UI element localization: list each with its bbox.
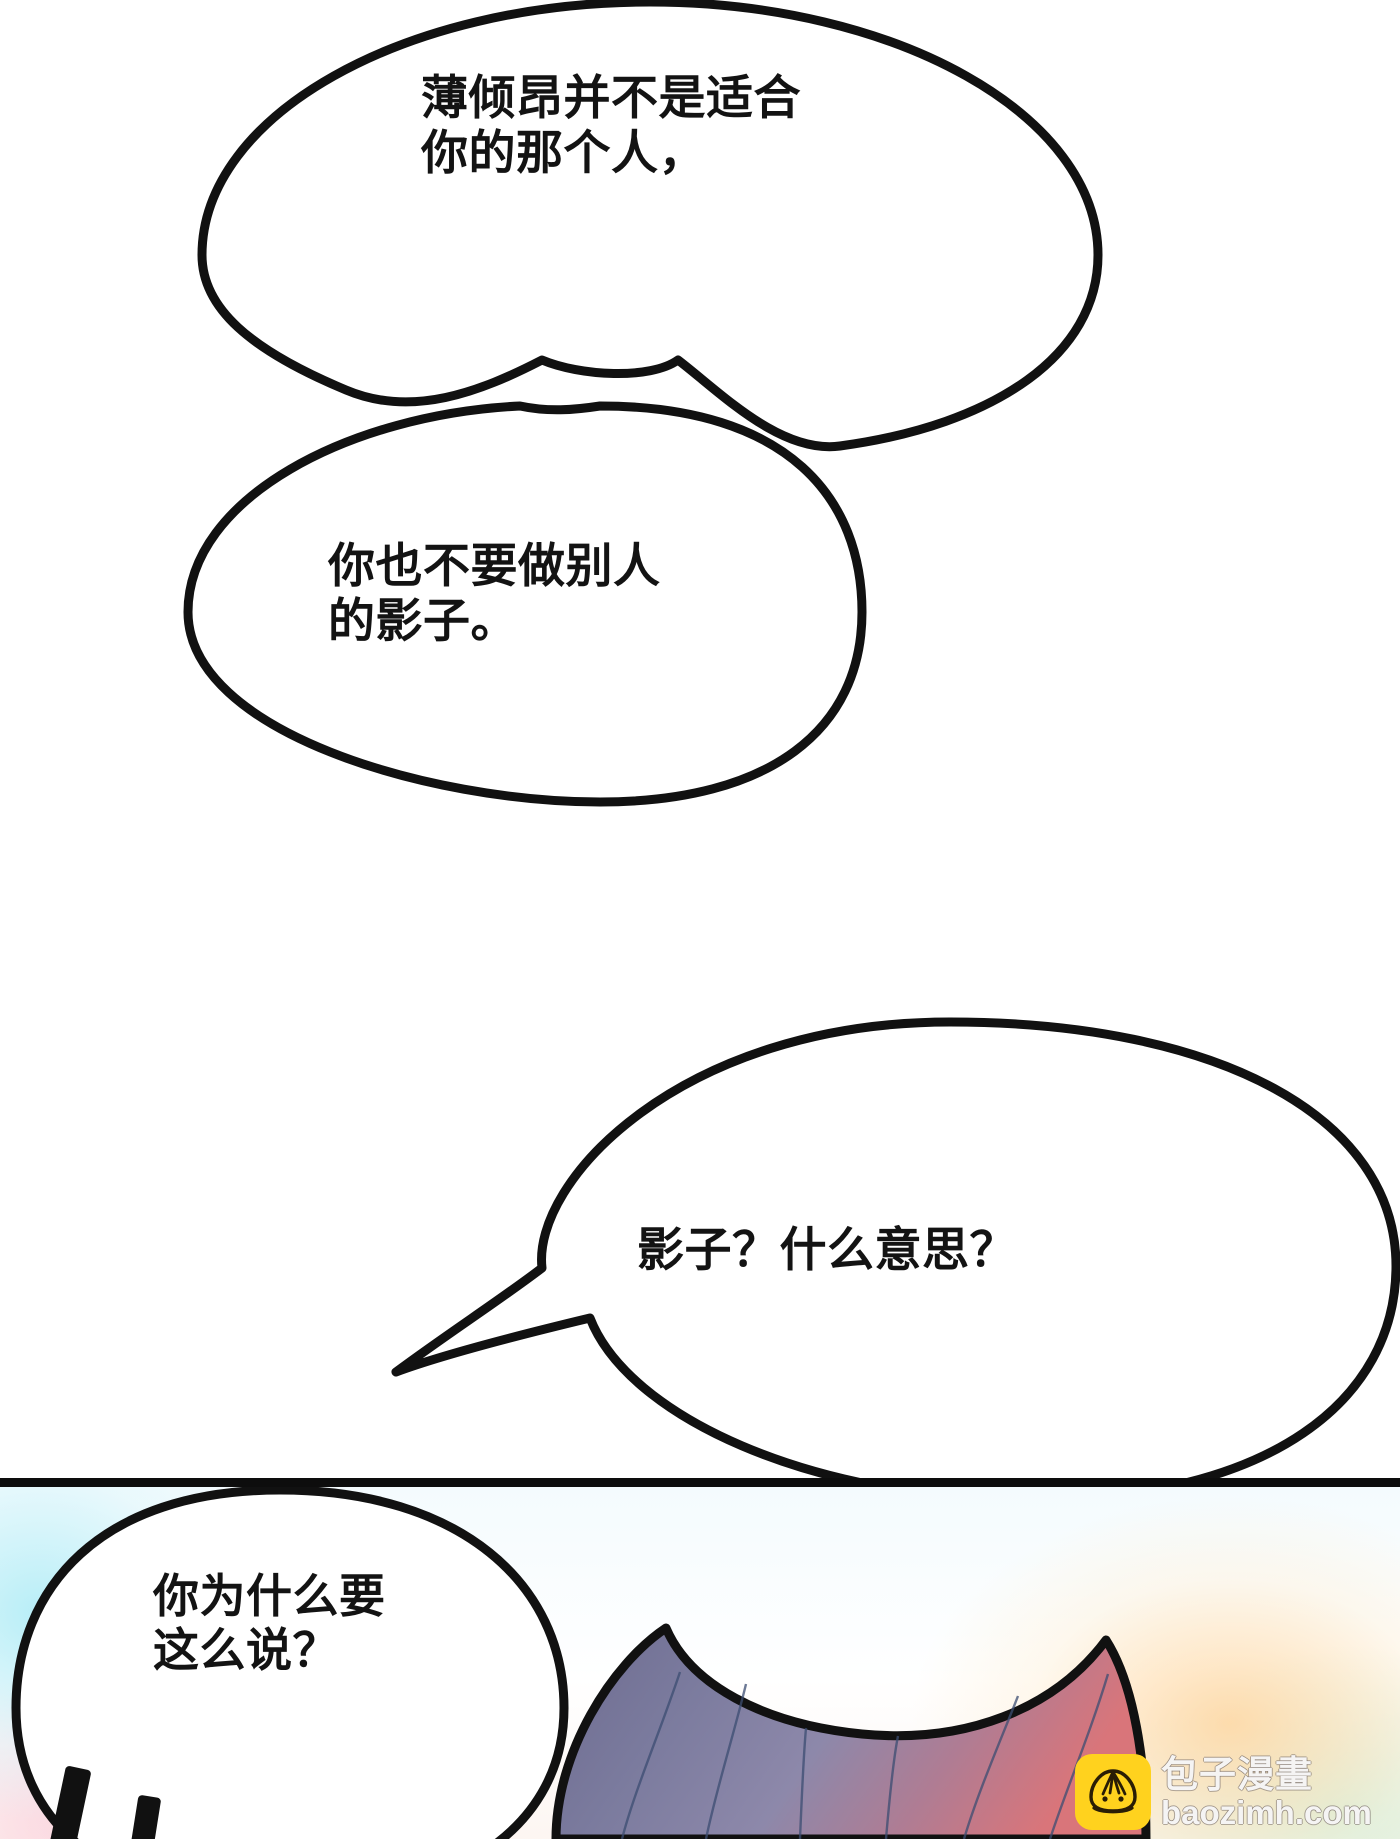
speech-bubble-reply-text: 你为什么要 这么说？	[153, 1571, 386, 1677]
upper-dialogue-panel: 薄倾昂并不是适合 你的那个人， 你也不要做别人 的影子。 影子？什么意思？	[183, 0, 1400, 1483]
speech-bubble-upper-second-text: 你也不要做别人 的影子。	[328, 541, 661, 649]
site-watermark: 包子漫畫 baozimh.com	[1075, 1745, 1395, 1839]
speech-bubble-upper-outline	[197, 0, 1103, 452]
watermark-text-group: 包子漫畫 baozimh.com	[1161, 1756, 1372, 1829]
baozi-bun-icon	[1075, 1754, 1151, 1830]
baozi-bun-glyph	[1089, 1769, 1137, 1814]
watermark-chinese-label: 包子漫畫	[1161, 1753, 1313, 1795]
watermark-domain-label: baozimh.com	[1161, 1793, 1372, 1831]
character-shoulder	[551, 1623, 1151, 1839]
speech-bubble-upper-text: 薄倾昂并不是适合 你的那个人，	[421, 73, 801, 181]
shoulder-fill	[551, 1623, 1151, 1839]
speech-bubble-question-text: 影子？什么意思？	[637, 1225, 1017, 1277]
panel-divider	[0, 1478, 1400, 1487]
